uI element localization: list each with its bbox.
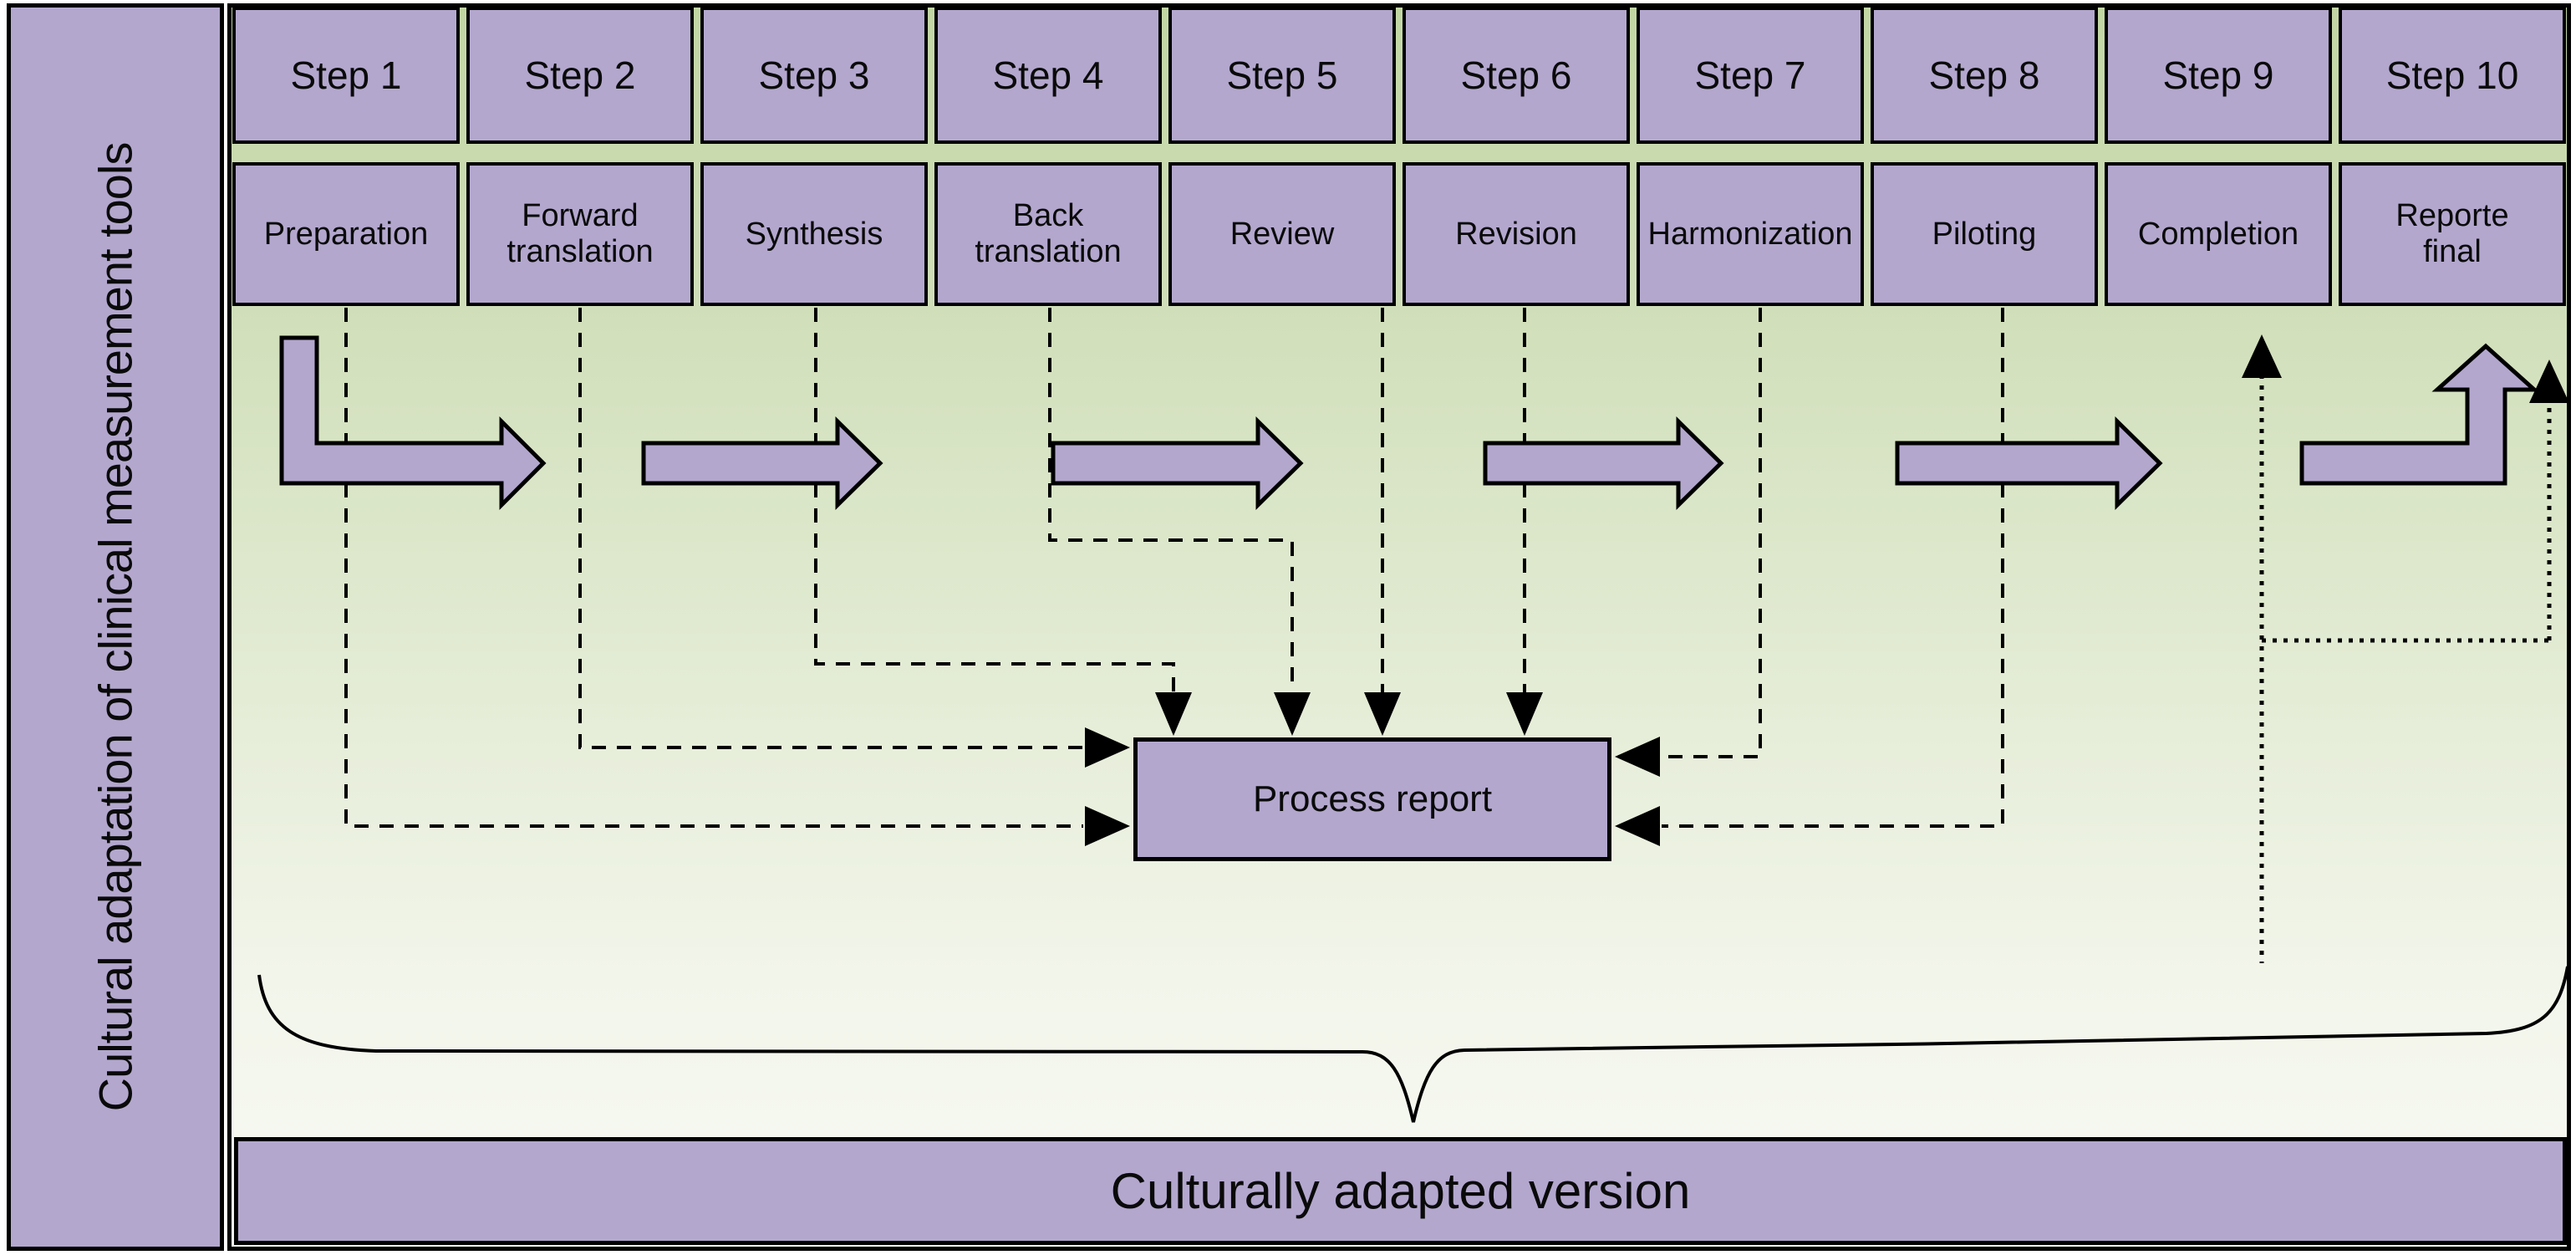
step-box-2: Step 2 <box>466 7 694 144</box>
step-name-box-9: Completion <box>2105 162 2332 306</box>
step-box-1: Step 1 <box>232 7 460 144</box>
result-bar-label: Culturally adapted version <box>1110 1163 1691 1219</box>
step-box-3: Step 3 <box>700 7 928 144</box>
arrowhead-into-box-top-2 <box>1274 692 1311 736</box>
arrowhead-up-step10 <box>2529 360 2569 403</box>
arrowhead-into-box-right-lower <box>1615 806 1660 846</box>
step-name-box-10: Reporte final <box>2339 162 2566 306</box>
arrowhead-into-box-right-upper <box>1615 737 1660 777</box>
dashed-connector-step1 <box>344 308 1083 828</box>
step-box-7: Step 7 <box>1637 7 1864 144</box>
flow-arrow-up-final <box>2299 343 2540 486</box>
flow-arrow-2 <box>641 416 883 510</box>
step-box-5: Step 5 <box>1168 7 1396 144</box>
flow-arrow-5 <box>1895 416 2163 510</box>
process-report-label: Process report <box>1252 778 1493 819</box>
step-name-box-4: Back translation <box>934 162 1162 306</box>
arrowhead-up-step9 <box>2242 334 2282 378</box>
step-box-8: Step 8 <box>1871 7 2098 144</box>
dashed-connector-step8 <box>1662 308 2004 828</box>
arrowhead-into-box-left-lower <box>1085 806 1130 846</box>
sidebar-banner: Cultural adaptation of clinical measurem… <box>7 3 224 1251</box>
step-name-box-5: Review <box>1168 162 1396 306</box>
arrowhead-into-box-left-upper <box>1085 727 1130 768</box>
step-name-box-1: Preparation <box>232 162 460 306</box>
dashed-connector-step4 <box>1048 308 1294 692</box>
step-box-10: Step 10 <box>2339 7 2566 144</box>
arrowhead-into-box-top-4 <box>1506 692 1543 736</box>
dashed-connector-step2 <box>578 308 1083 749</box>
process-report-box: Process report <box>1133 737 1611 861</box>
step-box-6: Step 6 <box>1403 7 1630 144</box>
arrowhead-into-box-top-3 <box>1364 692 1401 736</box>
curly-brace <box>257 966 2569 1123</box>
dashed-connector-step7 <box>1662 308 1762 758</box>
step-box-9: Step 9 <box>2105 7 2332 144</box>
step-name-box-2: Forward translation <box>466 162 694 306</box>
flow-arrow-1 <box>279 335 547 511</box>
flow-arrow-3 <box>1051 416 1304 510</box>
result-bar: Culturally adapted version <box>234 1137 2567 1245</box>
step-name-box-8: Piloting <box>1871 162 2098 306</box>
step-box-4: Step 4 <box>934 7 1162 144</box>
arrowhead-into-box-top-1 <box>1155 692 1192 736</box>
flow-arrow-4 <box>1483 416 1724 510</box>
step-name-box-3: Synthesis <box>700 162 928 306</box>
step-name-box-7: Harmonization <box>1637 162 1864 306</box>
dashed-connector-step3 <box>814 308 1175 692</box>
step-name-box-6: Revision <box>1403 162 1630 306</box>
